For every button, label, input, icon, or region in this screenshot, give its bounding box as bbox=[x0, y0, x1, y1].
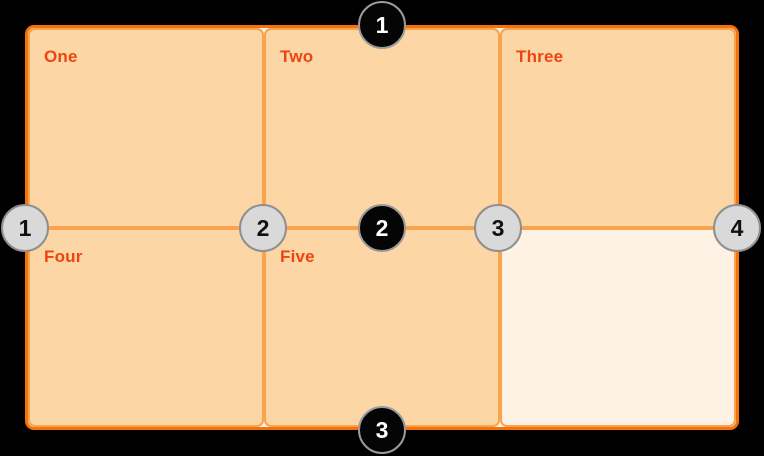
grid-cell-one: One bbox=[28, 28, 264, 228]
grid-cell-five: Five bbox=[264, 227, 500, 427]
row-line-marker-2: 2 bbox=[358, 204, 406, 252]
column-line-marker-4: 4 bbox=[713, 204, 761, 252]
row-line-marker-1: 1 bbox=[358, 1, 406, 49]
cell-label-four: Four bbox=[44, 246, 83, 266]
grid-cell-three: Three bbox=[500, 28, 736, 228]
cell-label-five: Five bbox=[280, 246, 315, 266]
cell-label-three: Three bbox=[516, 47, 564, 66]
grid-cell-four: Four bbox=[28, 227, 264, 427]
column-line-marker-1: 1 bbox=[1, 204, 49, 252]
cell-label-two: Two bbox=[280, 47, 314, 66]
grid-cell-empty bbox=[500, 227, 736, 427]
column-line-marker-3: 3 bbox=[474, 204, 522, 252]
grid-container: One Two Three Four Five bbox=[25, 25, 739, 430]
grid-cell-two: Two bbox=[264, 28, 500, 228]
cell-label-one: One bbox=[44, 47, 78, 66]
row-line-marker-3: 3 bbox=[358, 406, 406, 454]
column-line-marker-2: 2 bbox=[239, 204, 287, 252]
